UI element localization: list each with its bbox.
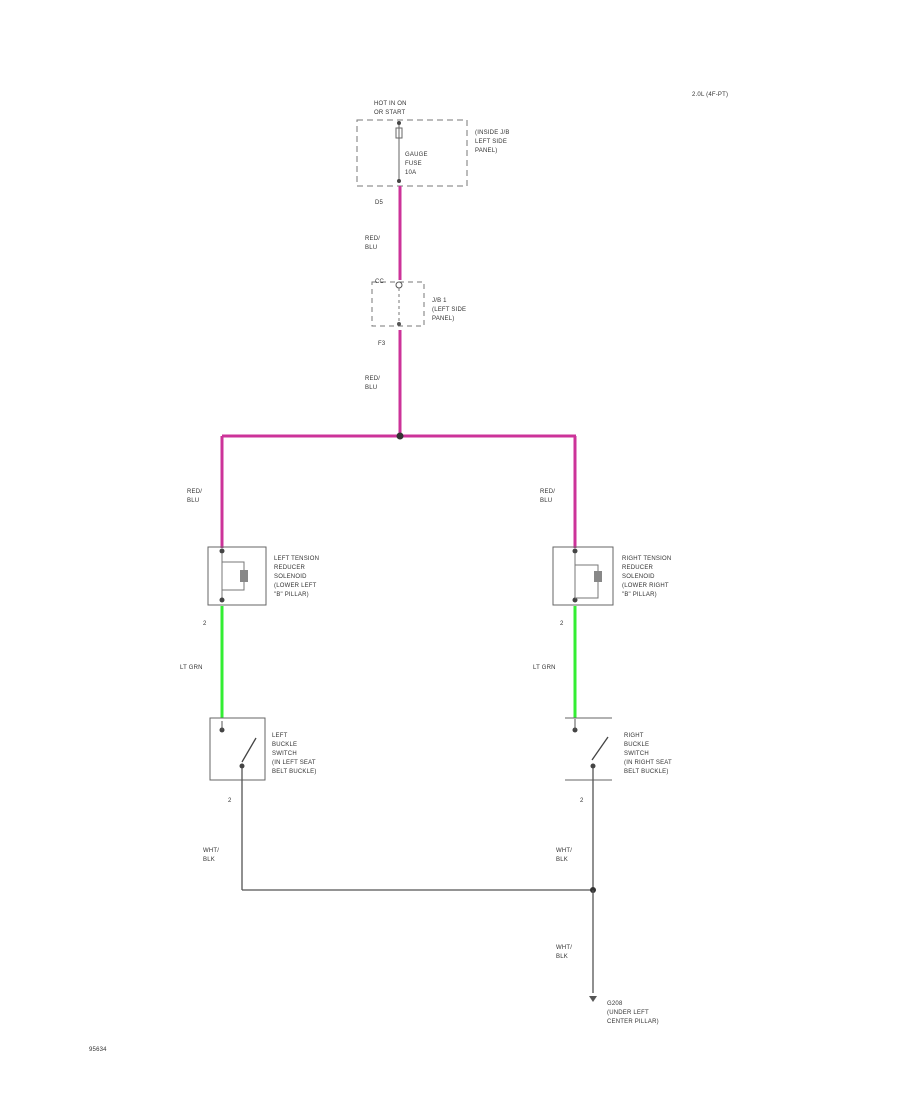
wire-main-ground-color-2: BLK (556, 954, 568, 960)
jb-name-1: J/B 1 (432, 298, 447, 304)
jb-name-2: (LEFT SIDE (432, 307, 467, 313)
wire-feed-1-color-2: BLU (365, 245, 378, 251)
ground-name-3: CENTER PILLAR) (607, 1019, 659, 1025)
fuse-location-2: LEFT SIDE (475, 139, 508, 145)
right-switch-name-4: (IN RIGHT SEAT (624, 760, 672, 766)
diagram-code: 95634 (89, 1047, 107, 1053)
right-switch-name-1: RIGHT (624, 733, 644, 739)
fuse-pin: D5 (375, 200, 384, 206)
fuse-name-3: 10A (405, 170, 417, 176)
right-solenoid-name-2: REDUCER (622, 565, 654, 571)
left-solenoid-pin: 2 (203, 621, 207, 627)
right-solenoid-name-1: RIGHT TENSION (622, 556, 672, 562)
right-solenoid-name-5: "B" PILLAR) (622, 592, 657, 598)
fuse-name-2: FUSE (405, 161, 422, 167)
wire-left-feed-color-2: BLU (187, 498, 200, 504)
wire-feed-1-color-1: RED/ (365, 236, 381, 242)
wire-main-ground-color-1: WHT/ (556, 945, 573, 951)
wire-left-green-color: LT GRN (180, 665, 203, 671)
fuse-hot-label-1: HOT IN ON (374, 101, 407, 107)
ground-name-1: G208 (607, 1001, 623, 1007)
jb-pin-bottom: F3 (378, 341, 386, 347)
splice-top (396, 432, 404, 440)
wire-right-feed-color-1: RED/ (540, 489, 556, 495)
fuse-enclosure (356, 119, 468, 187)
wire-left-ground-color-1: WHT/ (203, 848, 220, 854)
left-switch-name-5: BELT BUCKLE) (272, 769, 317, 775)
left-switch-name-1: LEFT (272, 733, 288, 739)
left-switch-contact (241, 737, 257, 763)
jb-name-3: PANEL) (432, 316, 455, 322)
fuse-symbol (395, 127, 403, 139)
right-solenoid-name-4: (LOWER RIGHT (622, 583, 669, 589)
wire-right-green-color: LT GRN (533, 665, 556, 671)
wire-left-feed-color-1: RED/ (187, 489, 203, 495)
jb-pin-top: CC (375, 279, 385, 285)
fuse-top-terminal (397, 121, 401, 125)
left-switch-name-2: BUCKLE (272, 742, 298, 748)
left-solenoid-terminal-bottom (219, 597, 225, 603)
jb-top-terminal (395, 281, 403, 289)
jb-bottom-terminal (397, 322, 401, 326)
wire-feed-2-color-1: RED/ (365, 376, 381, 382)
right-solenoid-box (552, 546, 614, 606)
right-solenoid-coil-symbol (594, 571, 602, 582)
fuse-name-1: GAUGE (405, 152, 428, 158)
junction-block-enclosure (371, 281, 425, 327)
left-switch-name-3: SWITCH (272, 751, 297, 757)
left-solenoid-name-2: REDUCER (274, 565, 306, 571)
left-solenoid-name-5: "B" PILLAR) (274, 592, 309, 598)
left-solenoid-box (207, 546, 267, 606)
right-switch-name-3: SWITCH (624, 751, 649, 757)
right-switch-name-2: BUCKLE (624, 742, 650, 748)
fuse-location-1: (INSIDE J/B (475, 130, 510, 136)
left-solenoid-name-3: SOLENOID (274, 574, 307, 580)
left-solenoid-coil-symbol (240, 570, 248, 582)
wire-left-ground-color-2: BLK (203, 857, 215, 863)
right-solenoid-terminal-bottom (572, 597, 578, 603)
wire-right-ground-color-2: BLK (556, 857, 568, 863)
wire-feed-2-color-2: BLU (365, 385, 378, 391)
fuse-hot-label-2: OR START (374, 110, 406, 116)
fuse-bottom-terminal (397, 179, 401, 183)
engine-label: 2.0L (4F-PT) (692, 92, 729, 98)
right-switch-terminal-bottom (590, 763, 596, 769)
right-solenoid-pin: 2 (560, 621, 564, 627)
wire-right-feed-color-2: BLU (540, 498, 553, 504)
left-switch-pin: 2 (228, 798, 232, 804)
wire-right-ground-color-1: WHT/ (556, 848, 573, 854)
left-switch-box (209, 717, 266, 781)
ground-symbol (589, 996, 597, 1002)
left-switch-terminal-bottom (239, 763, 245, 769)
left-solenoid-name-1: LEFT TENSION (274, 556, 320, 562)
ground-name-2: (UNDER LEFT (607, 1010, 649, 1016)
left-switch-name-4: (IN LEFT SEAT (272, 760, 316, 766)
right-switch-contact (591, 736, 609, 761)
left-solenoid-terminal-top (219, 548, 225, 554)
right-solenoid-name-3: SOLENOID (622, 574, 655, 580)
right-solenoid-terminal-top (572, 548, 578, 554)
fuse-location-3: PANEL) (475, 148, 498, 154)
left-solenoid-name-4: (LOWER LEFT (274, 583, 317, 589)
right-switch-pin: 2 (580, 798, 584, 804)
right-switch-name-5: BELT BUCKLE) (624, 769, 669, 775)
